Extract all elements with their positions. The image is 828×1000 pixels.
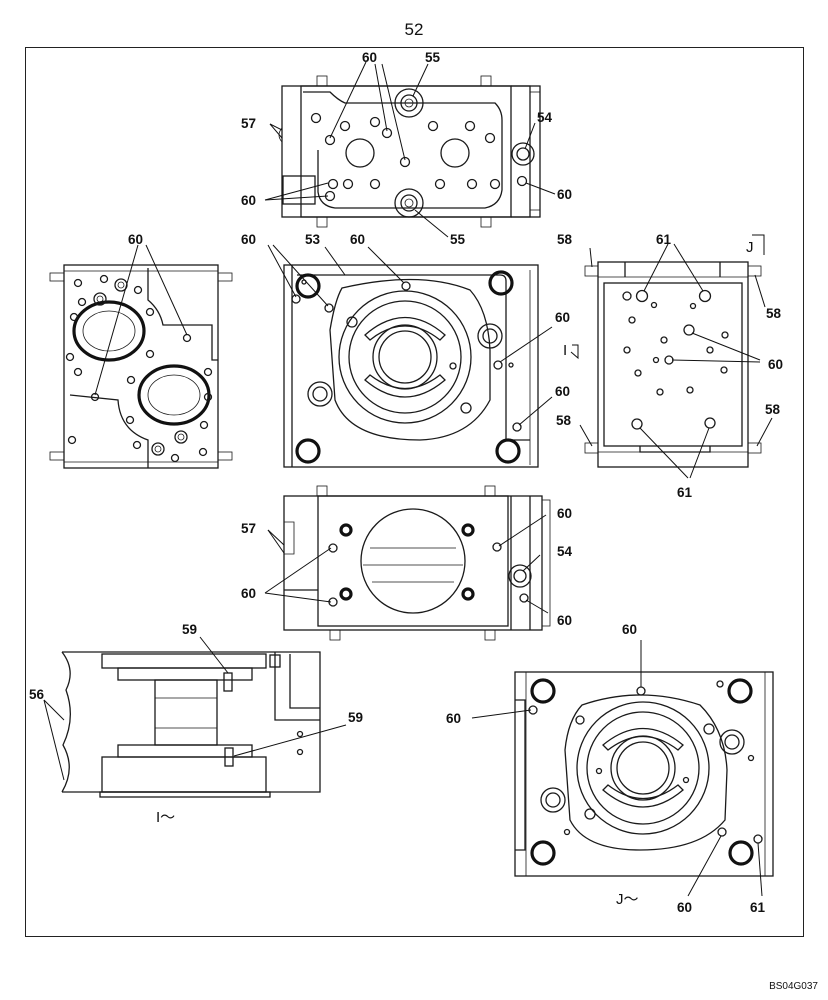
callout-60: 60 bbox=[677, 900, 692, 915]
view-i-caption: I～ bbox=[156, 809, 175, 826]
marker-j-label: J bbox=[746, 239, 754, 256]
callout-60: 60 bbox=[768, 357, 783, 372]
callout-60: 60 bbox=[362, 50, 377, 65]
callout-57: 57 bbox=[241, 116, 256, 131]
view-j-caption: J～ bbox=[616, 891, 639, 908]
callout-60: 60 bbox=[241, 232, 256, 247]
callout-61: 61 bbox=[677, 485, 693, 500]
callout-55: 55 bbox=[450, 232, 466, 247]
bottom-view bbox=[264, 485, 551, 641]
callout-54: 54 bbox=[557, 544, 573, 559]
marker-i-label: I bbox=[563, 342, 567, 359]
top-view bbox=[264, 61, 556, 238]
view-i bbox=[43, 636, 347, 798]
callout-60: 60 bbox=[241, 586, 256, 601]
drawing-code: BS04G037 bbox=[769, 981, 818, 992]
callout-60: 60 bbox=[241, 193, 256, 208]
callout-60: 60 bbox=[557, 613, 572, 628]
callout-60: 60 bbox=[446, 711, 461, 726]
callout-55: 55 bbox=[425, 50, 441, 65]
right-view bbox=[579, 243, 773, 479]
callout-58: 58 bbox=[766, 306, 782, 321]
callout-58: 58 bbox=[556, 413, 572, 428]
callout-54: 54 bbox=[537, 110, 553, 125]
callout-60: 60 bbox=[350, 232, 365, 247]
center-front-view bbox=[267, 244, 553, 468]
callout-61: 61 bbox=[750, 900, 766, 915]
callout-60: 60 bbox=[557, 187, 572, 202]
callout-60: 60 bbox=[555, 384, 570, 399]
section-markers: I J I～ J～ bbox=[156, 234, 765, 908]
callout-labels: 60 55 54 57 60 60 55 60 60 53 60 58 61 5… bbox=[29, 50, 783, 915]
callout-60: 60 bbox=[128, 232, 143, 247]
callout-58: 58 bbox=[557, 232, 573, 247]
callout-58: 58 bbox=[765, 402, 781, 417]
left-view bbox=[49, 244, 233, 469]
callout-59: 59 bbox=[182, 622, 197, 637]
page-number: 52 bbox=[404, 20, 424, 39]
callout-57: 57 bbox=[241, 521, 256, 536]
callout-61: 61 bbox=[656, 232, 672, 247]
callout-60: 60 bbox=[557, 506, 572, 521]
callout-53: 53 bbox=[305, 232, 321, 247]
callout-59: 59 bbox=[348, 710, 363, 725]
drawing-frame bbox=[25, 47, 804, 937]
view-j bbox=[471, 640, 774, 897]
callout-60: 60 bbox=[622, 622, 637, 637]
callout-56: 56 bbox=[29, 687, 45, 702]
callout-60: 60 bbox=[555, 310, 570, 325]
